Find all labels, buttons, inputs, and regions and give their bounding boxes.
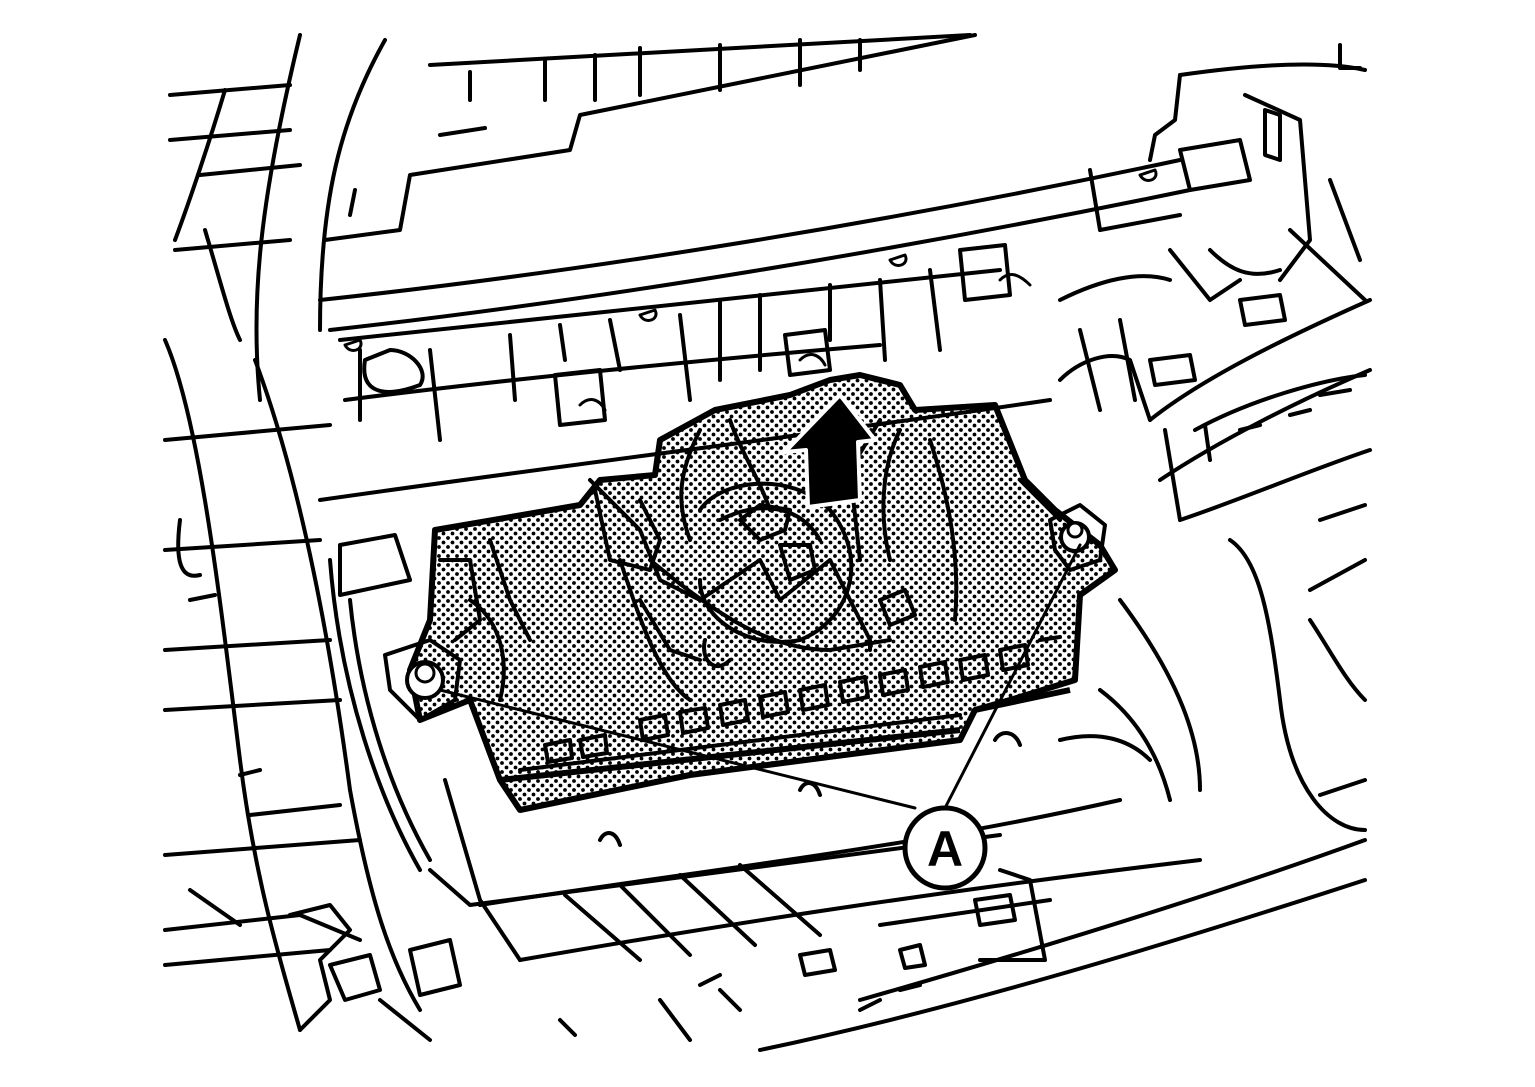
dashboard-structure [163,33,1372,1052]
bolt-right [1048,503,1107,572]
up-arrow-icon [783,393,877,509]
callout-leaders [438,543,1082,810]
highlighted-module [383,372,1118,813]
callout-a: A [902,805,988,891]
bolt-left [383,638,462,722]
callout-label: A [927,821,963,877]
